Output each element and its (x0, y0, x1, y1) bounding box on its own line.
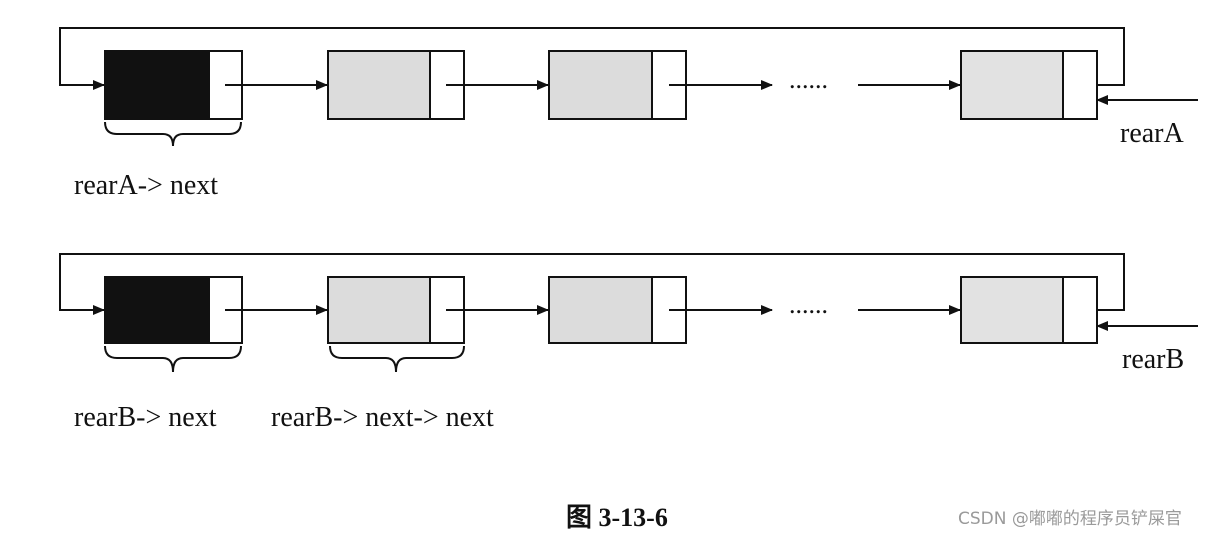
circular-link-b (59, 253, 1125, 315)
brace-b-second (329, 345, 465, 373)
rear-node-b (960, 276, 1098, 344)
node-a3 (548, 50, 687, 120)
brace-a-head (104, 121, 242, 147)
figure-caption: 图 3-13-6 (566, 503, 668, 532)
head-node-a (104, 50, 243, 120)
continuation-dots-a: ...... (789, 65, 828, 94)
rear-node-a (960, 50, 1098, 120)
node-a2 (327, 50, 465, 120)
head-node-b (104, 276, 243, 344)
brace-label-b-second: rearB-> next-> next (271, 402, 494, 433)
brace-b-head (104, 345, 242, 373)
circular-link-a (59, 27, 1125, 90)
continuation-dots-b: ...... (789, 290, 828, 319)
linked-list-a: ...... (59, 27, 1198, 147)
rear-pointer-label-b: rearB (1122, 344, 1185, 375)
node-b2 (327, 276, 465, 344)
watermark: CSDN @嘟嘟的程序员铲屎官 (958, 509, 1182, 529)
linked-list-b: ...... (59, 253, 1198, 373)
node-b3 (548, 276, 687, 344)
brace-label-a-head: rearA-> next (74, 170, 219, 201)
rear-pointer-label-a: rearA (1120, 118, 1184, 149)
brace-label-b-head: rearB-> next (74, 402, 217, 433)
